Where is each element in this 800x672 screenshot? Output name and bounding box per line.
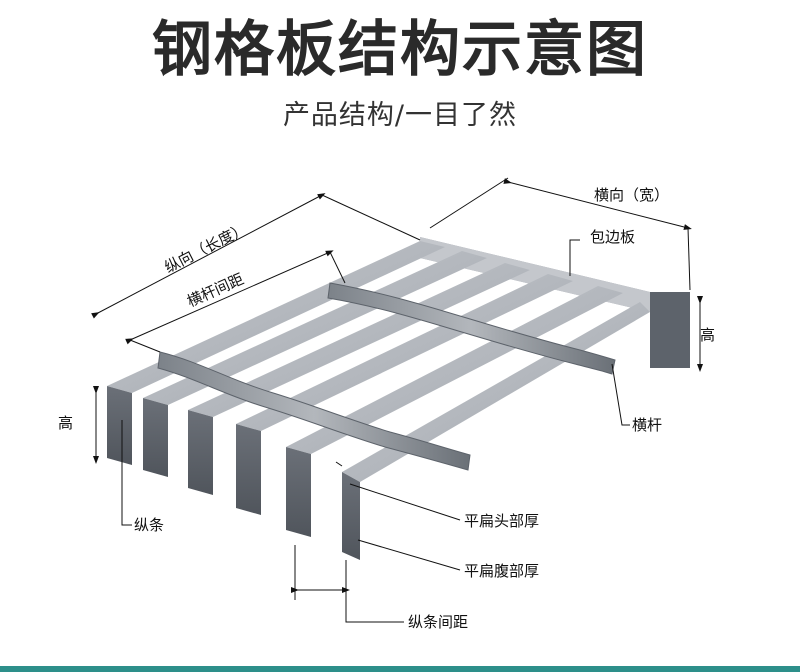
edge-band-leader: [569, 239, 580, 276]
label-length: 纵向（长度）: [162, 220, 250, 277]
crossbars: [157, 282, 616, 471]
page-title: 钢格板结构示意图: [152, 15, 648, 85]
web-thickness-leader: [357, 539, 461, 571]
label-bearing-bar: 纵条: [134, 516, 164, 534]
width-dimension: [503, 178, 692, 230]
crossbar-leader: [611, 363, 630, 426]
label-edge-band: 包边板: [590, 228, 635, 246]
crossbar-spacing-ext-left: [129, 339, 161, 353]
label-bar-spacing: 纵条间距: [408, 613, 468, 631]
label-crossbar: 横杆: [632, 416, 662, 434]
head-thickness-tick: [335, 461, 343, 467]
bearing-bar-front: [143, 398, 168, 477]
width-extension-right: [687, 227, 691, 291]
label-web-thickness: 平扁腹部厚: [464, 562, 539, 580]
head-thickness-leader: [349, 483, 461, 521]
bar-spacing-leader: [345, 600, 404, 623]
bearing-bar-top: [188, 263, 530, 417]
bearing-bar-top: [342, 302, 650, 482]
width-extension-left: [429, 177, 509, 229]
length-extension-top: [321, 194, 421, 241]
label-height-right: 高: [700, 326, 715, 344]
bearing-bar-front: [236, 424, 261, 515]
bearing-bar-leader: [121, 420, 132, 526]
label-width: 横向（宽）: [594, 186, 669, 204]
crossbar-spacing-ext-right: [329, 251, 346, 284]
bearing-bar-front: [107, 386, 132, 465]
crossbar-back: [327, 282, 616, 375]
label-head-thickness: 平扁头部厚: [464, 512, 539, 530]
crossbar-front: [157, 351, 471, 471]
bearing-bar-front: [286, 447, 311, 537]
leader-lines: [121, 239, 630, 623]
bearing-bar-top: [286, 286, 623, 454]
bottom-accent-strip: [0, 666, 800, 672]
crossbar-spacing-dimension: [125, 250, 334, 345]
bearing-bar-top: [236, 274, 573, 431]
label-height-left: 高: [58, 414, 73, 432]
dimension-lines: [91, 177, 703, 600]
bearing-bar-front: [342, 472, 360, 560]
label-crossbar-spacing: 横杆间距: [184, 270, 246, 311]
page-subtitle: 产品结构/一目了然: [282, 100, 518, 131]
bearing-bar-front: [188, 410, 213, 495]
